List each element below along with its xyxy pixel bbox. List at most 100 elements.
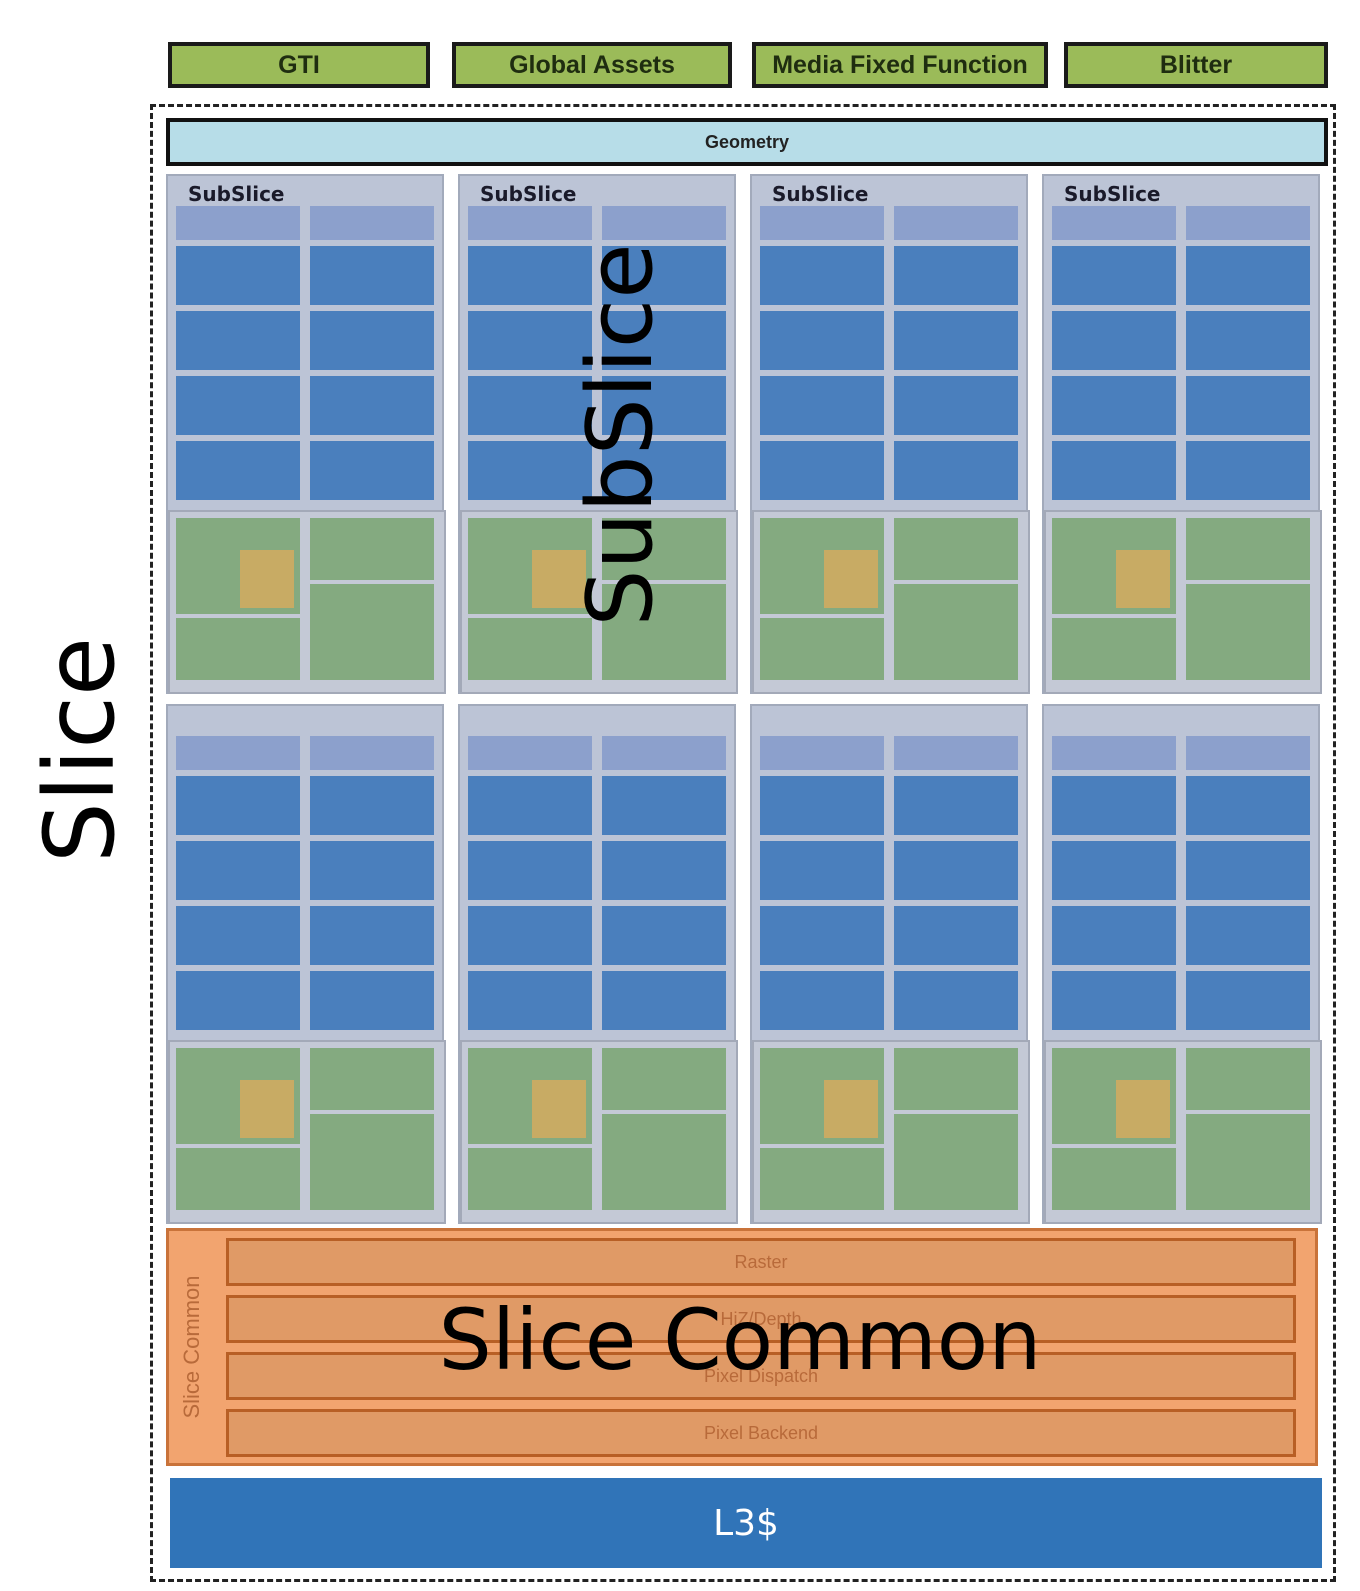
thread-dispatch-block — [468, 206, 592, 240]
sampler-unit — [310, 584, 434, 680]
execution-unit — [602, 246, 726, 305]
thread-dispatch-block — [1186, 206, 1310, 240]
sampler-unit — [894, 518, 1018, 580]
execution-unit — [894, 971, 1018, 1030]
sampler-unit — [602, 584, 726, 680]
pixel-backend-bar: Pixel Backend — [226, 1409, 1296, 1457]
execution-unit — [176, 971, 300, 1030]
texture-cache-block — [240, 1080, 294, 1138]
execution-unit — [310, 246, 434, 305]
thread-dispatch-block — [894, 736, 1018, 770]
thread-dispatch-block — [176, 736, 300, 770]
thread-dispatch-block — [1052, 736, 1176, 770]
geometry-block: Geometry — [166, 118, 1328, 166]
sampler-unit — [894, 1114, 1018, 1210]
texture-cache-block — [532, 1080, 586, 1138]
sampler-unit — [602, 1048, 726, 1110]
thread-dispatch-block — [602, 206, 726, 240]
subslice: SubSlice — [166, 174, 446, 694]
sampler-unit — [310, 1048, 434, 1110]
execution-unit — [760, 376, 884, 435]
slice-common-vertical-label: Slice Common — [179, 1275, 204, 1419]
sampler-unit — [760, 1148, 884, 1210]
l3-cache-block: L3$ — [170, 1478, 1322, 1568]
subslice-overlay-label: SubSlice — [567, 243, 673, 627]
sampler-unit — [602, 518, 726, 580]
execution-unit — [1186, 776, 1310, 835]
execution-unit — [1186, 246, 1310, 305]
execution-unit — [894, 841, 1018, 900]
texture-cache-block — [1116, 1080, 1170, 1138]
texture-cache-block — [1116, 550, 1170, 608]
thread-dispatch-block — [1052, 206, 1176, 240]
sampler-unit — [1186, 1048, 1310, 1110]
execution-unit — [894, 311, 1018, 370]
subslice: SubSlice — [750, 174, 1030, 694]
execution-unit — [894, 776, 1018, 835]
execution-unit — [176, 906, 300, 965]
execution-unit — [468, 776, 592, 835]
execution-unit — [760, 971, 884, 1030]
execution-unit — [468, 311, 592, 370]
raster-bar: Raster — [226, 1238, 1296, 1286]
execution-unit — [176, 841, 300, 900]
sampler-unit — [602, 1114, 726, 1210]
execution-unit — [176, 246, 300, 305]
hiz-depth-bar: HiZ/Depth — [226, 1295, 1296, 1343]
sampler-unit — [1052, 1148, 1176, 1210]
execution-unit — [1186, 971, 1310, 1030]
execution-unit — [310, 841, 434, 900]
execution-unit — [310, 441, 434, 500]
execution-unit — [1186, 841, 1310, 900]
pixel-dispatch-bar: Pixel Dispatch — [226, 1352, 1296, 1400]
sampler-unit — [468, 618, 592, 680]
subslice-title: SubSlice — [480, 182, 577, 206]
texture-cache-block — [824, 1080, 878, 1138]
slice-common-overlay-label: Slice Common — [438, 1291, 1042, 1389]
execution-unit — [468, 246, 592, 305]
sampler-unit — [760, 618, 884, 680]
slice-frame — [150, 104, 1336, 1582]
subslice-title: SubSlice — [772, 182, 869, 206]
thread-dispatch-block — [760, 736, 884, 770]
subslice-title: SubSlice — [188, 182, 285, 206]
execution-unit — [1052, 906, 1176, 965]
texture-cache-block — [240, 550, 294, 608]
subslice — [458, 704, 738, 1224]
execution-unit — [310, 906, 434, 965]
execution-unit — [602, 376, 726, 435]
thread-dispatch-block — [894, 206, 1018, 240]
sampler-unit — [468, 1148, 592, 1210]
execution-unit — [894, 906, 1018, 965]
execution-unit — [1052, 776, 1176, 835]
execution-unit — [894, 246, 1018, 305]
execution-unit — [760, 311, 884, 370]
execution-unit — [176, 376, 300, 435]
subslice — [750, 704, 1030, 1224]
execution-unit — [1186, 441, 1310, 500]
texture-cache-block — [824, 550, 878, 608]
sampler-unit — [894, 584, 1018, 680]
sampler-unit — [1186, 518, 1310, 580]
subslice: SubSlice — [458, 174, 738, 694]
execution-unit — [468, 906, 592, 965]
execution-unit — [760, 841, 884, 900]
sampler-unit — [894, 1048, 1018, 1110]
thread-dispatch-block — [760, 206, 884, 240]
sampler-unit — [1186, 1114, 1310, 1210]
thread-dispatch-block — [310, 736, 434, 770]
execution-unit — [602, 776, 726, 835]
execution-unit — [1052, 971, 1176, 1030]
execution-unit — [894, 441, 1018, 500]
execution-unit — [1052, 441, 1176, 500]
sampler-unit — [310, 518, 434, 580]
gti-block: GTI — [168, 42, 430, 88]
execution-unit — [602, 971, 726, 1030]
execution-unit — [760, 246, 884, 305]
execution-unit — [1052, 376, 1176, 435]
execution-unit — [176, 311, 300, 370]
execution-unit — [602, 441, 726, 500]
sampler-unit — [176, 618, 300, 680]
subslice — [166, 704, 446, 1224]
thread-dispatch-block — [468, 736, 592, 770]
